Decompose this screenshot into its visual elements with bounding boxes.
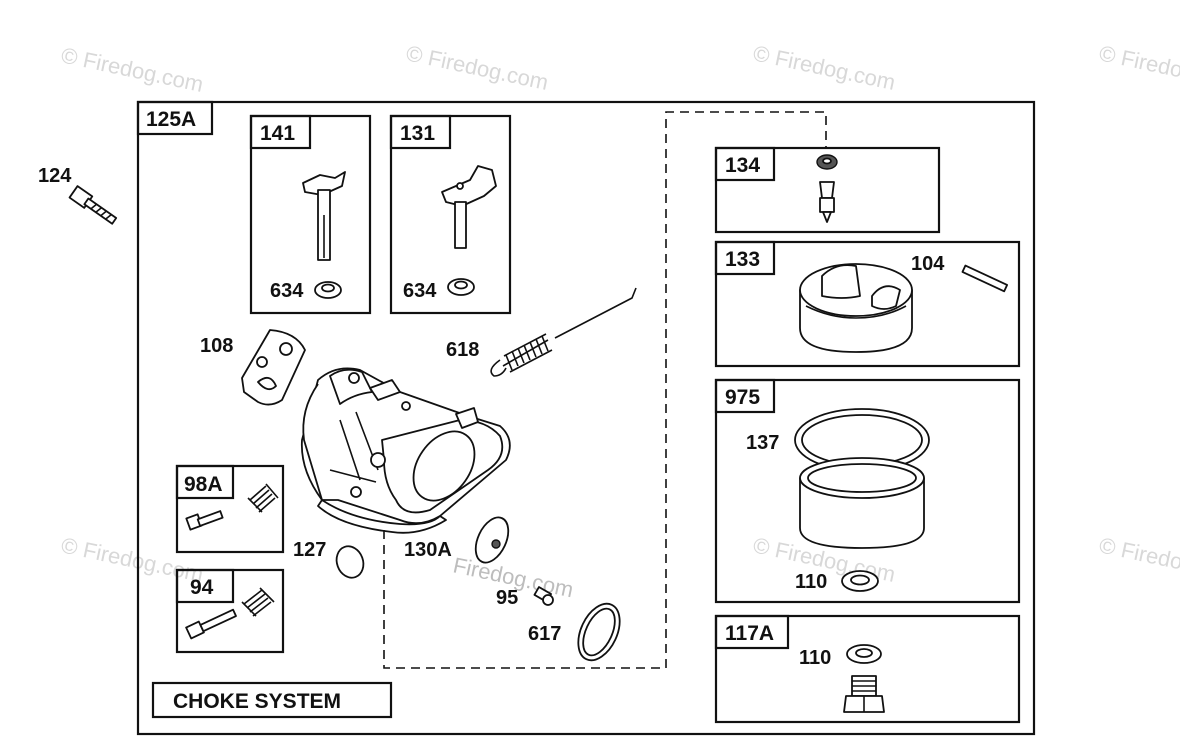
tag-131: 131 — [400, 122, 435, 145]
box-133: 133 104 — [714, 240, 1021, 368]
plate-part — [474, 516, 510, 564]
box-98a: 98A — [175, 464, 285, 554]
choke-lever-part — [302, 171, 346, 261]
tag-141: 141 — [260, 122, 295, 145]
washer-part — [841, 570, 879, 592]
box-975: 975 137 110 — [714, 378, 1021, 604]
inlet-needle-part — [816, 154, 838, 223]
spring-part — [490, 287, 637, 377]
section-caption-box: CHOKE SYSTEM — [151, 681, 393, 719]
box-94: 94 — [175, 568, 285, 654]
box-117a: 117A 110 — [714, 614, 1021, 724]
throttle-lever-part — [441, 165, 497, 249]
tag-133: 133 — [725, 248, 760, 271]
assembly-tag-box — [136, 100, 214, 136]
label-104: 104 — [911, 253, 945, 275]
watermark-text: © Firedog.com — [1097, 40, 1180, 95]
label-618: 618 — [446, 339, 479, 361]
label-617: 617 — [528, 623, 561, 645]
label-110: 110 — [795, 571, 827, 593]
label-137: 137 — [746, 432, 779, 454]
seal-part — [314, 281, 342, 299]
box-134: 134 — [714, 146, 941, 234]
label-634: 634 — [270, 280, 304, 302]
watermark-text: © Firedog.com — [751, 40, 898, 95]
plug-part — [335, 545, 365, 579]
label-110: 110 — [799, 647, 831, 669]
tag-975: 975 — [725, 386, 760, 409]
float-bowl-part — [799, 457, 925, 549]
tag-98a: 98A — [184, 473, 223, 496]
spring-small-part — [241, 587, 275, 617]
label-130a: 130A — [404, 539, 452, 561]
o-ring-part — [577, 602, 621, 662]
label-108: 108 — [200, 335, 233, 357]
mixture-screw-part — [185, 608, 237, 640]
gasket-plate-part — [241, 329, 306, 406]
watermark-text: © Firedog.com — [1097, 532, 1180, 587]
watermarks: © Firedog.com © Firedog.com © Firedog.co… — [59, 40, 1180, 587]
float-pin-part — [961, 264, 1009, 293]
washer-part — [846, 644, 882, 664]
watermark-text: © Firedog.com — [59, 532, 206, 587]
watermark-text: © Firedog.com — [59, 42, 206, 97]
box-141: 141 634 — [249, 114, 372, 315]
carburetor-body-part — [300, 367, 511, 534]
label-95: 95 — [496, 587, 518, 609]
bolt-part — [68, 185, 118, 225]
leader-lines — [383, 111, 827, 669]
tag-117a: 117A — [725, 622, 774, 645]
bowl-gasket-part — [794, 408, 930, 472]
drain-bolt-part — [843, 675, 885, 713]
box-131: 131 634 — [389, 114, 512, 315]
idle-screw-part — [185, 510, 224, 531]
assembly-tag: 125A — [146, 108, 196, 131]
float-part — [799, 263, 913, 353]
screw-95-part — [533, 586, 554, 606]
label-124: 124 — [38, 165, 72, 187]
section-caption: CHOKE SYSTEM — [173, 690, 341, 713]
assembly-frame — [136, 100, 1036, 736]
label-127: 127 — [293, 539, 326, 561]
spring-small-part — [247, 483, 279, 513]
tag-134: 134 — [725, 154, 760, 177]
label-634: 634 — [403, 280, 437, 302]
seal-part — [447, 278, 475, 296]
tag-94: 94 — [190, 576, 214, 599]
watermark-text: © Firedog.com — [404, 40, 551, 95]
